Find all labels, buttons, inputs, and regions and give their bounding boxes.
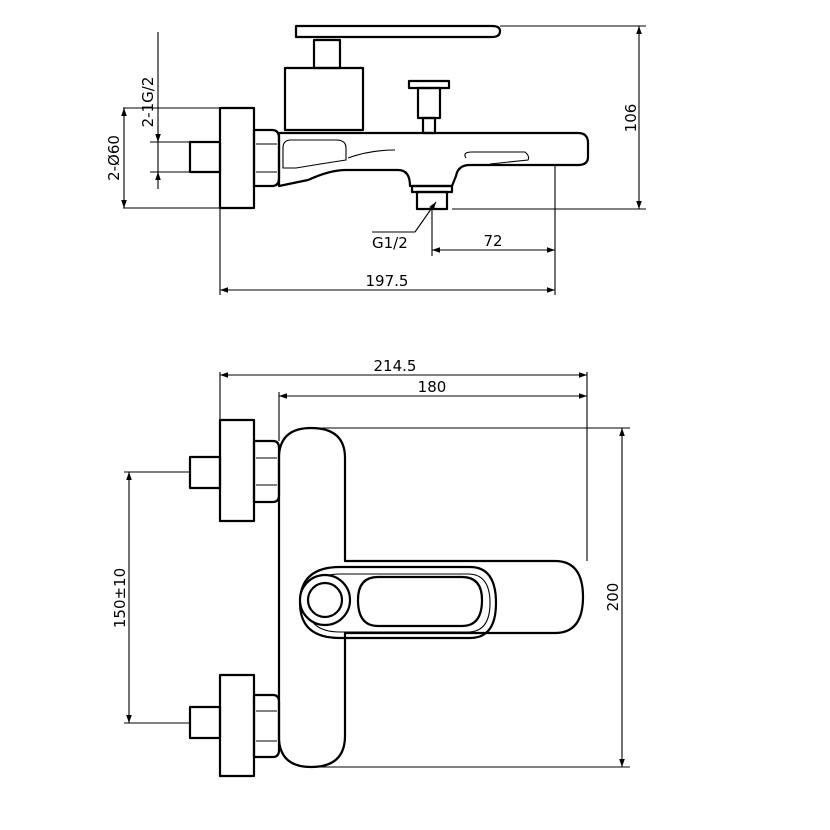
top-view-dimensions: 214.5 180 200 150±10 <box>111 357 630 768</box>
side-cartridge-housing <box>283 66 365 132</box>
dim-depth: 197.5 <box>366 272 409 290</box>
top-view <box>188 418 585 778</box>
side-view <box>188 24 590 211</box>
side-lever-stem <box>312 38 342 70</box>
top-lower-inlet <box>188 673 281 778</box>
side-inlet-pipe <box>188 140 222 174</box>
side-lever-handle <box>294 24 502 39</box>
side-wall-flange <box>218 106 256 210</box>
side-diverter-knob <box>407 79 451 135</box>
side-view-dimensions: 2-1G/2 2-Ø60 106 G1/2 72 197.5 <box>105 25 646 295</box>
top-upper-inlet <box>188 418 281 523</box>
side-mixer-body <box>277 131 590 188</box>
side-hex-nut <box>252 128 281 188</box>
dim-height: 106 <box>622 104 640 133</box>
dim-outlet-offset: 72 <box>483 232 502 250</box>
dim-flange-diameter: 2-Ø60 <box>105 135 123 181</box>
dim-outlet-thread: G1/2 <box>372 234 408 252</box>
top-lever-handle <box>298 565 498 640</box>
dim-inlet-thread: 2-1G/2 <box>139 77 157 128</box>
dim-total-width: 214.5 <box>374 357 417 375</box>
side-outlet-spout <box>410 184 454 211</box>
dim-body-width: 180 <box>418 378 447 396</box>
dim-top-height: 200 <box>604 583 622 612</box>
dim-inlet-spacing: 150±10 <box>111 568 129 628</box>
